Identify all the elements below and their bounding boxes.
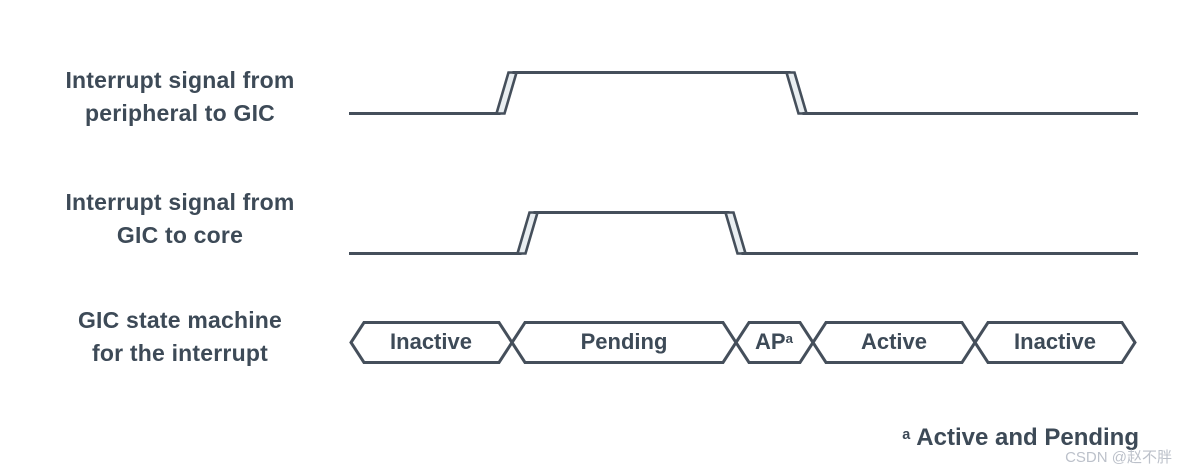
state-label-ap-base: AP	[755, 329, 786, 354]
signal1-falling-edge	[784, 71, 809, 115]
footnote: a Active and Pending	[902, 424, 1139, 452]
footnote-text: Active and Pending	[916, 424, 1139, 451]
state-label-active: Active	[860, 329, 928, 354]
footnote-superscript: a	[902, 426, 911, 443]
row-label-state-machine: GIC state machine for the interrupt	[20, 304, 340, 370]
state-hexagon-inactive-2	[973, 321, 1137, 364]
state-machine-track	[349, 321, 1137, 364]
watermark: CSDN @赵不胖	[1065, 449, 1172, 466]
state-label-inactive-2: Inactive	[1014, 329, 1096, 354]
signal-peripheral-to-gic	[349, 71, 1138, 115]
signal2-rising-edge	[515, 211, 540, 255]
state-label-ap-superscript: a	[785, 331, 793, 347]
state-label-inactive-1: Inactive	[390, 329, 472, 354]
row-label-signal2-line1: Interrupt signal from	[65, 189, 295, 215]
row-label-signal2-line2: GIC to core	[116, 222, 244, 248]
state-label-ap: APa	[755, 329, 793, 355]
signal1-rising-edge	[494, 71, 519, 115]
row-label-signal1: Interrupt signal from peripheral to GIC	[20, 64, 340, 130]
row-label-signal1-line1: Interrupt signal from	[65, 67, 295, 93]
row-label-signal2: Interrupt signal from GIC to core	[20, 186, 340, 252]
state-label-pending: Pending	[580, 329, 668, 354]
signal2-falling-edge	[723, 211, 748, 255]
signal-gic-to-core	[349, 211, 1138, 255]
row-label-state-machine-line2: for the interrupt	[92, 340, 268, 366]
row-label-signal1-line2: peripheral to GIC	[85, 100, 275, 126]
row-label-state-machine-line1: GIC state machine	[77, 307, 283, 333]
